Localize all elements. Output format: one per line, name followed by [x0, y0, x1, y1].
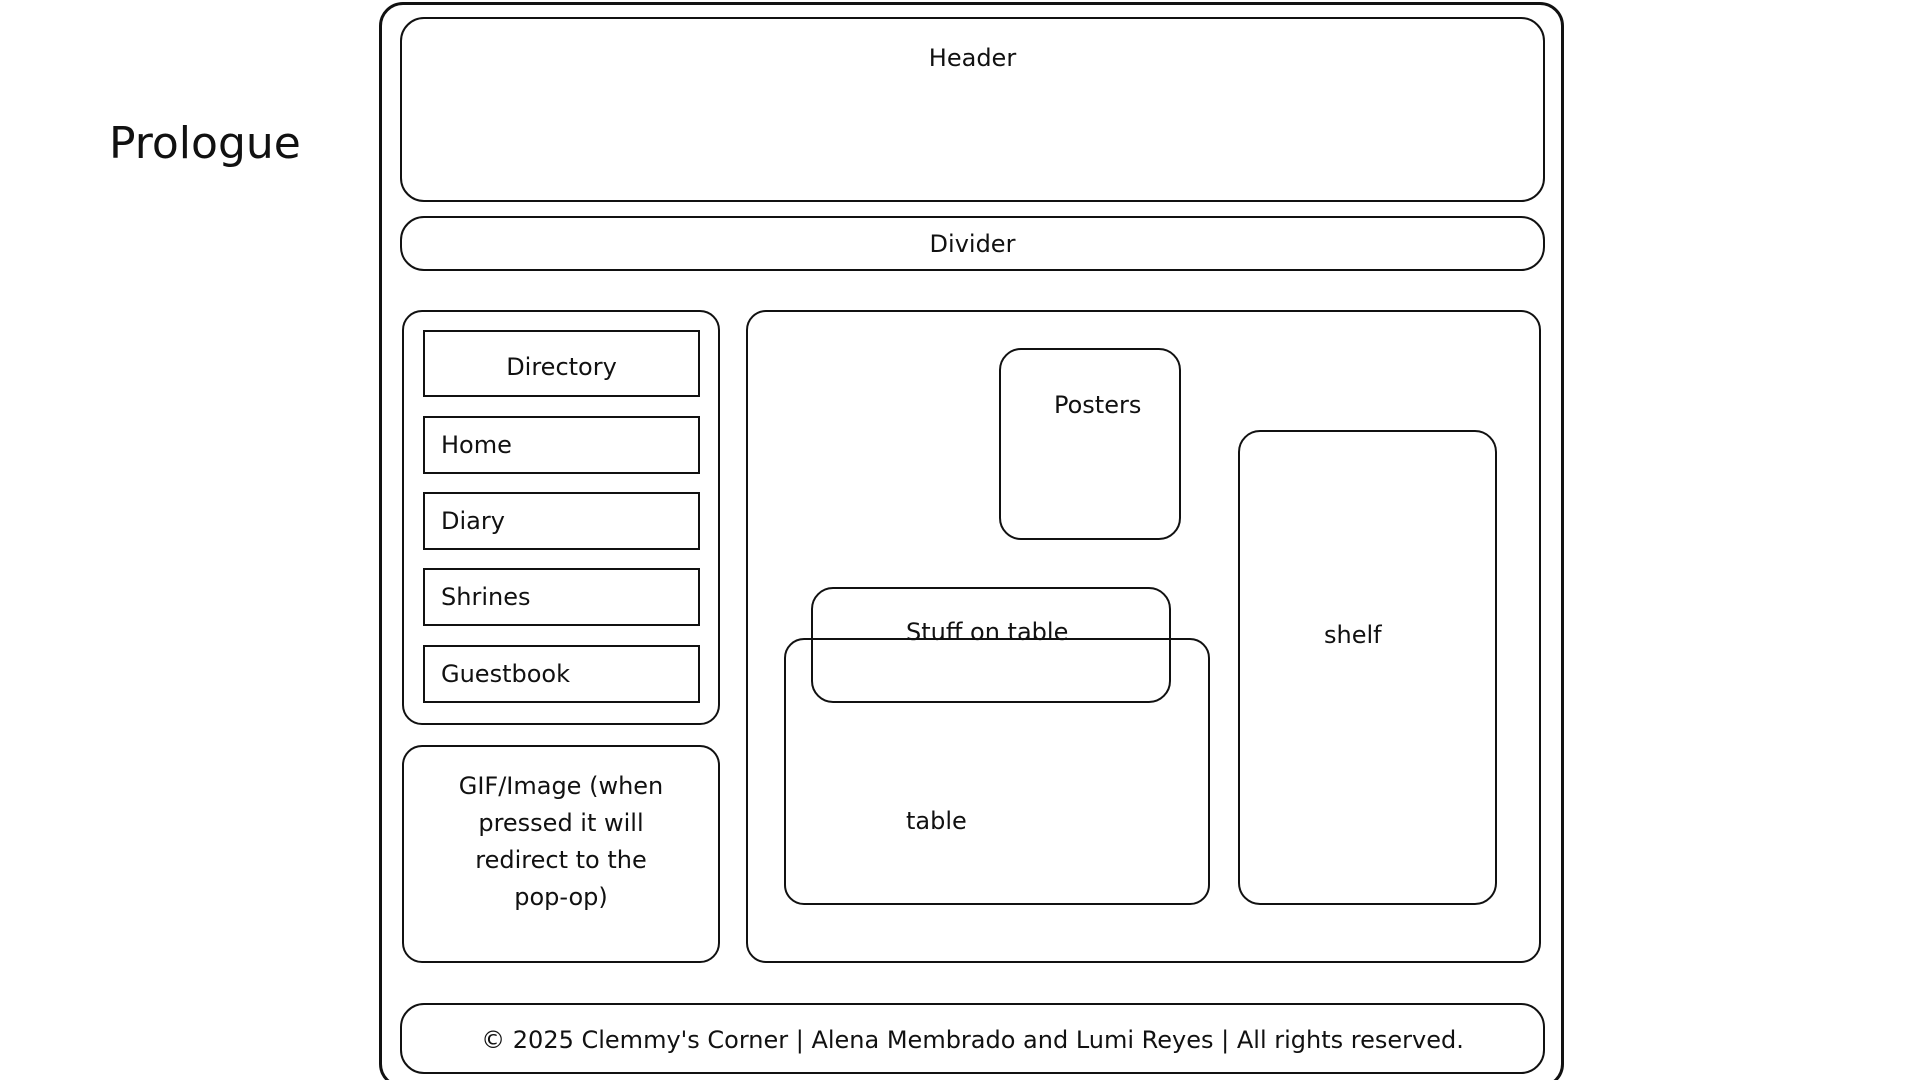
- directory-label: Directory: [506, 353, 617, 381]
- table-box[interactable]: table: [784, 638, 1210, 905]
- gif-image-line-3: redirect to the: [475, 846, 647, 874]
- posters-box[interactable]: Posters: [999, 348, 1181, 540]
- footer-text: © 2025 Clemmy's Corner | Alena Membrado …: [481, 1026, 1464, 1054]
- gif-image-line-1: GIF/Image (when: [458, 772, 664, 800]
- gif-image-box[interactable]: GIF/Image (when pressed it will redirect…: [402, 745, 720, 963]
- divider-label: Divider: [929, 230, 1016, 258]
- table-label: table: [906, 807, 967, 835]
- header-label: Header: [928, 44, 1017, 72]
- sidebar-item-shrines[interactable]: Shrines: [423, 568, 700, 626]
- stuff-on-table-label: Stuff on table: [906, 618, 1069, 646]
- sidebar-item-guestbook[interactable]: Guestbook: [423, 645, 700, 703]
- room-scene: [746, 310, 1541, 963]
- page-title: Prologue: [109, 118, 301, 169]
- sidebar-item-home[interactable]: Home: [423, 416, 700, 474]
- gif-image-line-2: pressed it will: [478, 809, 644, 837]
- sidebar-item-label: Diary: [441, 507, 505, 535]
- shelf-box[interactable]: shelf: [1238, 430, 1497, 905]
- sidebar-item-diary[interactable]: Diary: [423, 492, 700, 550]
- shelf-label: shelf: [1324, 621, 1382, 649]
- footer-box: © 2025 Clemmy's Corner | Alena Membrado …: [400, 1003, 1545, 1074]
- sidebar-item-label: Shrines: [441, 583, 531, 611]
- gif-image-line-4: pop-op): [514, 883, 608, 911]
- sidebar-nav: [402, 310, 720, 725]
- layout-frame: [379, 2, 1564, 1080]
- posters-label: Posters: [1054, 391, 1142, 419]
- sidebar-item-label: Home: [441, 431, 512, 459]
- divider-box: Divider: [400, 216, 1545, 271]
- sidebar-item-label: Guestbook: [441, 660, 570, 688]
- directory-heading: Directory: [423, 330, 700, 397]
- stuff-on-table-box[interactable]: Stuff on table: [811, 587, 1171, 703]
- header-box: Header: [400, 17, 1545, 202]
